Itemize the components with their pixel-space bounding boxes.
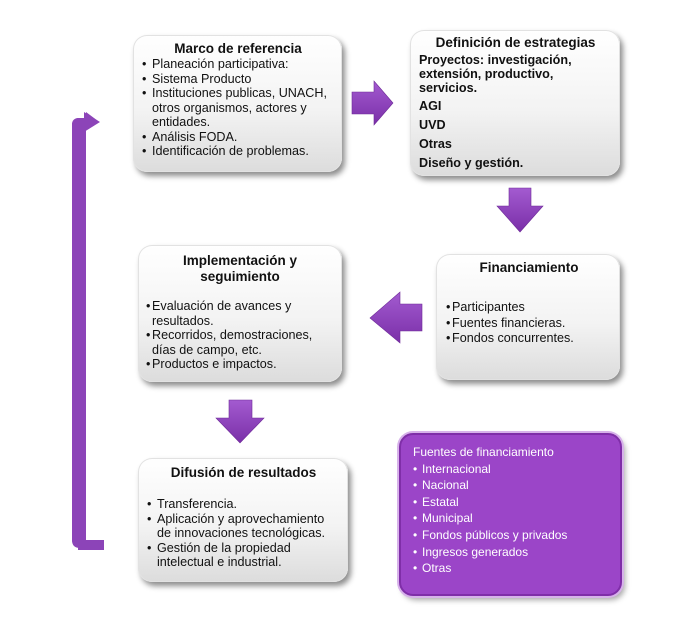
list-item: Ingresos generados	[413, 544, 610, 561]
list-item: Internacional	[413, 461, 610, 478]
marco-referencia-title: Marco de referencia	[174, 41, 302, 56]
list-item: Estatal	[413, 494, 610, 511]
fuentes-financiamiento-list: Internacional Nacional Estatal Municipal…	[413, 461, 610, 577]
arrow-down-icon	[496, 187, 544, 233]
list-item: Transferencia.	[147, 497, 340, 512]
implementacion-seguimiento-box: Implementación y seguimiento Evaluación …	[138, 245, 342, 382]
arrow-right-icon	[351, 80, 394, 126]
fuentes-financiamiento-title: Fuentes de financiamiento	[413, 445, 554, 459]
marco-referencia-list: Planeación participativa: Sistema Produc…	[142, 57, 334, 159]
list-item: Recorridos, demostraciones, días de camp…	[146, 328, 334, 357]
list-item: Aplicación y aprovechamiento de innovaci…	[147, 512, 340, 541]
list-item: Proyectos: investigación, extensión, pro…	[419, 53, 572, 95]
list-item: Fondos públicos y privados	[413, 527, 610, 544]
marco-referencia-box: Marco de referencia Planeación participa…	[133, 35, 342, 172]
implementacion-seguimiento-list: Evaluación de avances y resultados. Reco…	[146, 299, 334, 372]
list-item: Identificación de problemas.	[142, 144, 334, 159]
financiamiento-title: Financiamiento	[479, 260, 579, 275]
list-item: Diseño y gestión.	[419, 156, 524, 170]
list-item: Nacional	[413, 477, 610, 494]
list-item: Fuentes financieras.	[446, 316, 612, 331]
arrow-left-icon	[369, 291, 423, 344]
list-item: Evaluación de avances y resultados.	[146, 299, 334, 328]
list-item: Sistema Producto	[142, 72, 334, 87]
list-item: Análisis FODA.	[142, 130, 334, 145]
difusion-resultados-box: Difusión de resultados Transferencia. Ap…	[138, 458, 348, 582]
list-item: Otras	[419, 137, 452, 151]
list-item: Fondos concurrentes.	[446, 331, 612, 346]
fuentes-financiamiento-box: Fuentes de financiamiento Internacional …	[399, 433, 622, 596]
list-item: Participantes	[446, 300, 612, 315]
arrow-down-icon	[215, 399, 265, 444]
list-item: Otras	[413, 560, 610, 577]
financiamiento-box: Financiamiento Participantes Fuentes fin…	[436, 254, 620, 380]
list-item: Municipal	[413, 510, 610, 527]
list-item: Gestión de la propiedad intelectual e in…	[147, 541, 340, 570]
list-item: Instituciones publicas, UNACH, otros org…	[142, 86, 334, 130]
list-item: AGI	[419, 99, 442, 113]
definicion-estrategias-title: Definición de estrategias	[435, 35, 596, 50]
list-item: UVD	[419, 118, 446, 132]
definicion-estrategias-box: Definición de estrategias Proyectos: inv…	[410, 30, 620, 176]
implementacion-seguimiento-title: Implementación y seguimiento	[182, 253, 298, 284]
difusion-resultados-list: Transferencia. Aplicación y aprovechamie…	[147, 497, 340, 570]
definicion-estrategias-list: Proyectos: investigación, extensión, pro…	[419, 53, 612, 170]
financiamiento-list: Participantes Fuentes financieras. Fondo…	[446, 300, 612, 346]
difusion-resultados-title: Difusión de resultados	[170, 465, 317, 480]
list-item: Productos e impactos.	[146, 357, 334, 372]
list-item: Planeación participativa:	[142, 57, 334, 72]
